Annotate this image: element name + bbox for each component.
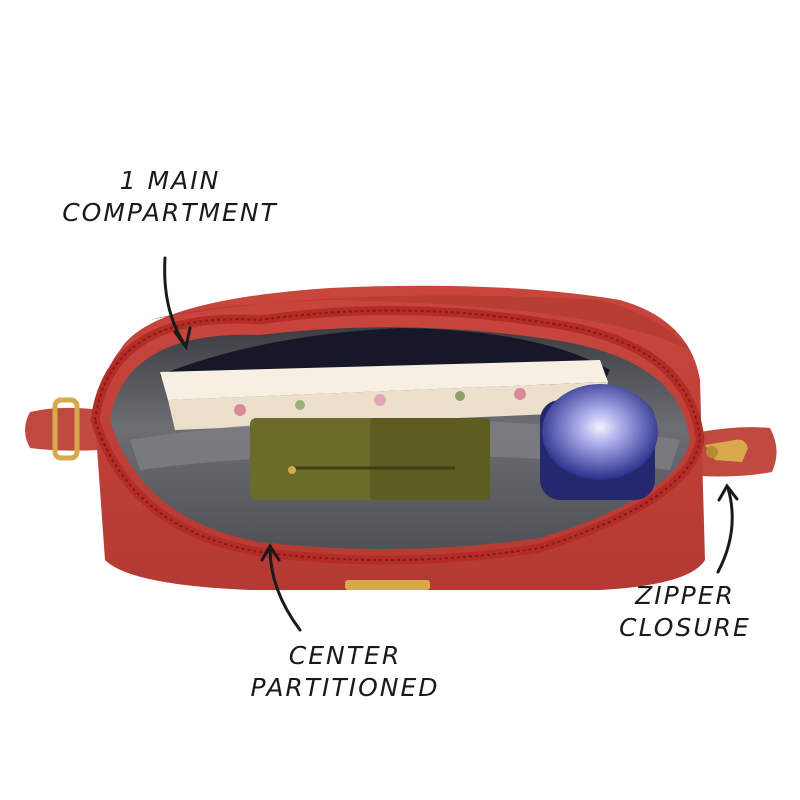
callout-main-compartment: 1 MAIN COMPARTMENT: [40, 165, 300, 229]
strap-right: [700, 427, 777, 477]
arrow-curved-icon: [716, 483, 739, 574]
callout-center-line1: CENTER: [288, 641, 402, 670]
arrow-curved-icon: [260, 543, 302, 632]
callout-main-line1: 1 MAIN: [119, 166, 221, 195]
strap-left: [25, 397, 100, 461]
callout-zipper-closure: ZIPPER CLOSURE: [590, 580, 780, 644]
callout-main-line2: COMPARTMENT: [62, 198, 278, 227]
bottle: [540, 384, 658, 500]
callout-zipper-line1: ZIPPER: [635, 581, 735, 610]
callout-center-partition: CENTER PARTITIONED: [220, 640, 470, 704]
arrow-curved-icon: [163, 256, 192, 351]
logo-plate: [345, 580, 430, 590]
wallet: [250, 418, 490, 500]
callout-zipper-line2: CLOSURE: [619, 613, 751, 642]
callout-center-line2: PARTITIONED: [250, 673, 440, 702]
